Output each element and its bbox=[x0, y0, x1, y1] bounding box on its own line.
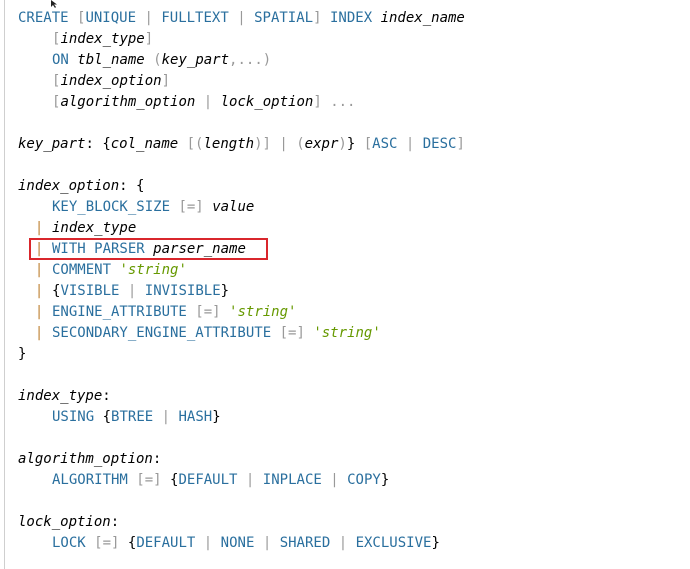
code-line-with-parser: | WITH PARSER parser_name bbox=[18, 241, 246, 257]
code-line-lock-option-def: lock_option: bbox=[18, 514, 120, 530]
kw-index: INDEX bbox=[329, 10, 373, 26]
code-line-create-index: CREATE [UNIQUE | FULLTEXT | SPATIAL] IND… bbox=[18, 10, 465, 26]
code-line-index-option-opt: [index_option] bbox=[52, 73, 171, 89]
code-line-algorithm-lock-opt: [algorithm_option | lock_option] ... bbox=[52, 94, 356, 110]
code-line-index-type-def: index_type: bbox=[18, 388, 111, 404]
code-line-lock: LOCK [=] {DEFAULT | NONE | SHARED | EXCL… bbox=[52, 535, 440, 551]
with-parser-highlight-box bbox=[29, 238, 268, 260]
param-index-name: index_name bbox=[380, 10, 465, 26]
code-line-algorithm: ALGORITHM [=] {DEFAULT | INPLACE | COPY} bbox=[52, 472, 390, 488]
mouse-cursor-icon bbox=[51, 0, 57, 8]
code-line-close-brace: } bbox=[18, 346, 27, 362]
sql-syntax-code-block: CREATE [UNIQUE | FULLTEXT | SPATIAL] IND… bbox=[18, 8, 678, 554]
code-line-key-part-def: key_part: {col_name [(length)] | (expr)}… bbox=[18, 136, 465, 152]
code-line-algorithm-option-def: algorithm_option: bbox=[18, 451, 162, 467]
code-line-using: USING {BTREE | HASH} bbox=[52, 409, 221, 425]
code-line-opt-index-type: | index_type bbox=[18, 220, 137, 236]
content-left-border bbox=[4, 0, 5, 569]
code-line-index-option-def: index_option: { bbox=[18, 178, 145, 194]
code-line-engine-attribute: | ENGINE_ATTRIBUTE [=] 'string' bbox=[18, 304, 297, 320]
code-line-secondary-engine-attribute: | SECONDARY_ENGINE_ATTRIBUTE [=] 'string… bbox=[18, 325, 381, 341]
code-line-key-block-size: KEY_BLOCK_SIZE [=] value bbox=[52, 199, 255, 215]
kw-spatial: SPATIAL bbox=[254, 10, 314, 26]
code-line-index-type-opt: [index_type] bbox=[52, 31, 154, 47]
code-line-visible: | {VISIBLE | INVISIBLE} bbox=[18, 283, 230, 299]
kw-fulltext: FULLTEXT bbox=[161, 10, 229, 26]
kw-create: CREATE bbox=[18, 10, 69, 26]
kw-unique: UNIQUE bbox=[85, 10, 137, 26]
code-line-comment: | COMMENT 'string' bbox=[18, 262, 187, 278]
code-line-on-table: ON tbl_name (key_part,...) bbox=[52, 52, 272, 68]
